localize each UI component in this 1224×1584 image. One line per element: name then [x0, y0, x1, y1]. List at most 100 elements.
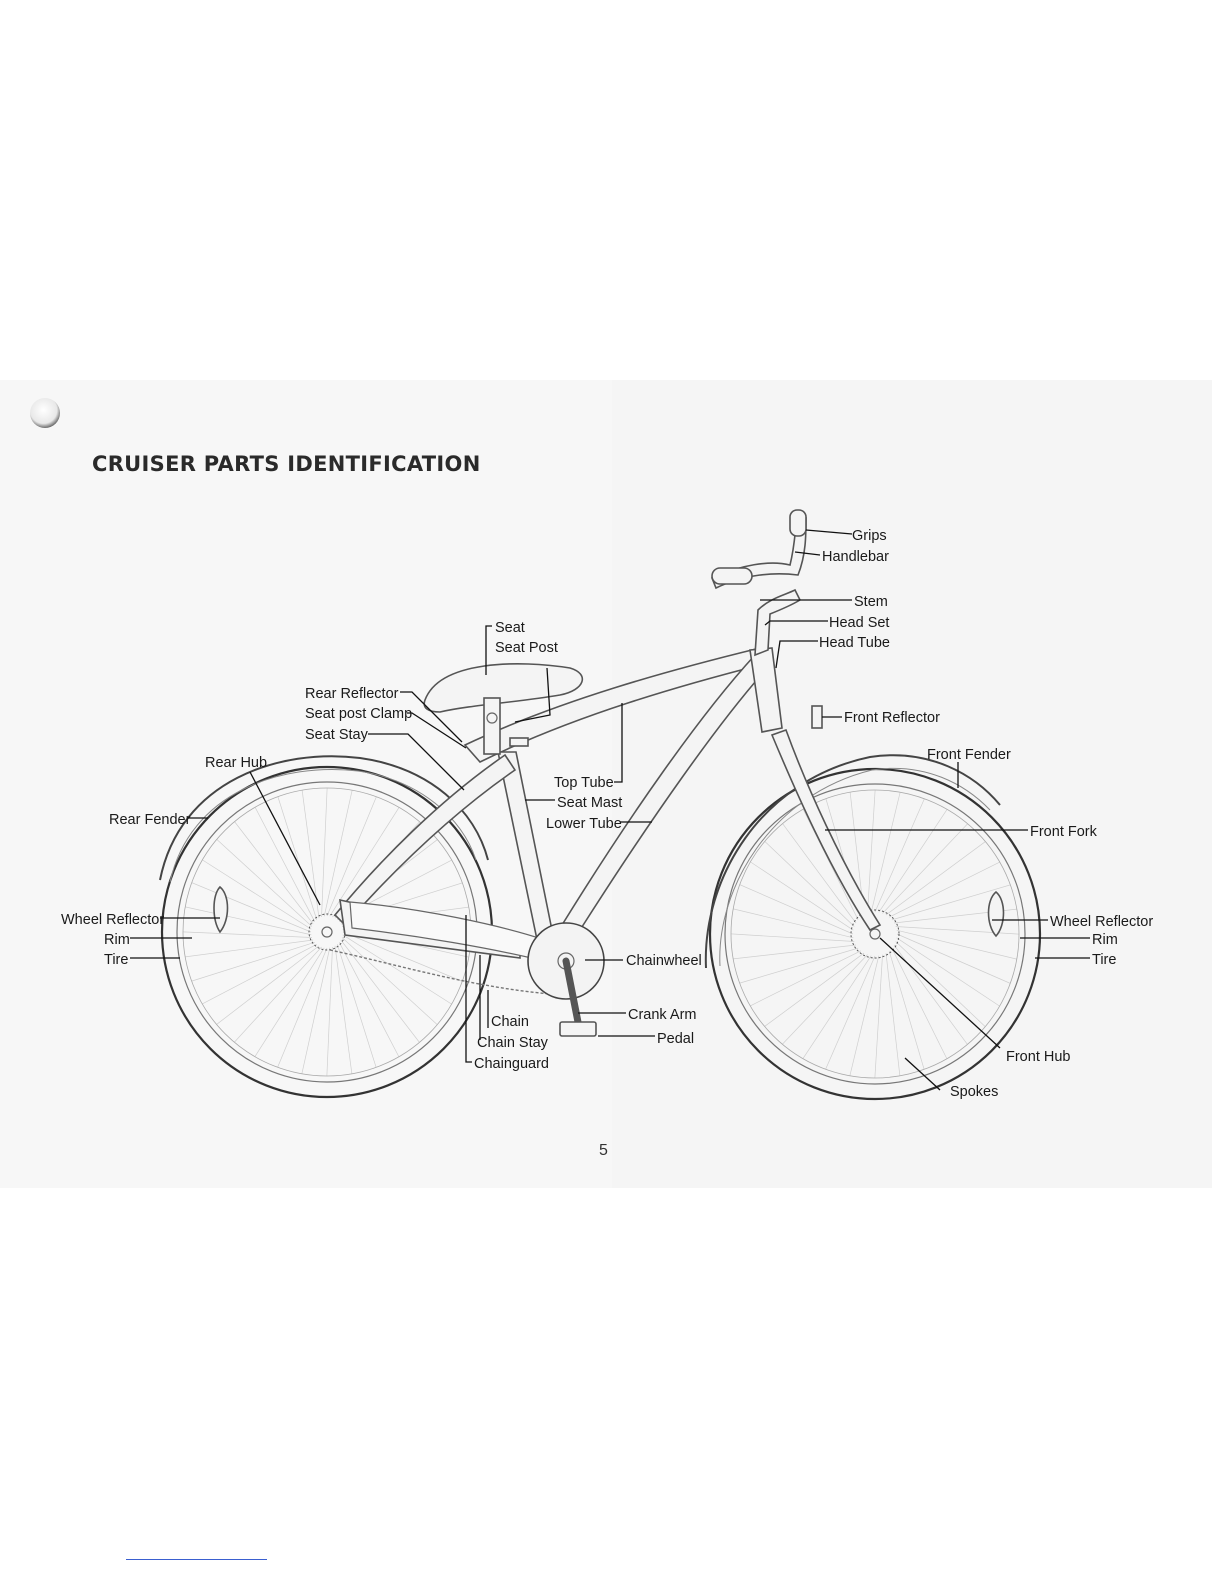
spoke [764, 841, 855, 927]
spoke [739, 947, 859, 984]
spoke [888, 950, 925, 1070]
seat-mast-shape [497, 751, 557, 955]
spoke [216, 945, 320, 1025]
spoke [326, 796, 377, 917]
spoke [329, 807, 400, 917]
spoke [885, 953, 901, 1076]
spoke [185, 939, 314, 958]
label-front-fork: Front Fork [1030, 824, 1098, 840]
label-chain: Chain [491, 1014, 529, 1030]
label-chain-stay: Chain Stay [477, 1035, 549, 1051]
grip-right-shape [789, 509, 807, 537]
spoke [896, 933, 1011, 984]
label-spokes: Spokes [950, 1084, 998, 1100]
front-hub-flange [850, 909, 900, 959]
spoke [867, 789, 876, 914]
spoke [764, 952, 865, 1027]
front-wheel-spokes [730, 789, 1020, 1079]
label-crank-arm: Crank Arm [628, 1007, 697, 1023]
spoke [895, 941, 986, 1027]
spoke [185, 906, 312, 936]
spoke [342, 931, 463, 982]
crank-arm-shape [562, 957, 582, 1026]
spoke [234, 821, 314, 925]
spoke [896, 929, 1017, 960]
rear-reflector-shape [509, 737, 529, 747]
label-tire-front: Tire [1092, 952, 1116, 968]
spoke [336, 944, 377, 1068]
label-rim-front: Rim [1092, 932, 1118, 948]
front-wheel [708, 767, 1042, 1101]
leader-lines [130, 529, 1090, 1091]
spoke [733, 908, 854, 939]
spoke [825, 955, 876, 1070]
front-fender-shape [704, 754, 1001, 969]
label-seat-post-clamp: Seat post Clamp [305, 706, 412, 722]
spoke [191, 882, 312, 933]
label-grips: Grips [852, 528, 887, 544]
facing-page-bleed [612, 380, 1212, 1188]
spoke [202, 859, 312, 930]
label-seat-post: Seat Post [495, 640, 558, 656]
label-rear-hub: Rear Hub [205, 755, 267, 771]
label-wheel-reflector-front: Wheel Reflector [1050, 914, 1153, 930]
seat-shape [423, 663, 584, 713]
chain-shape [329, 949, 566, 996]
front-hub-axle [869, 928, 881, 940]
spoke [277, 796, 318, 920]
label-head-set: Head Set [829, 615, 889, 631]
grip-left-shape [711, 567, 753, 585]
spoke [878, 809, 948, 913]
label-rim-rear: Rim [104, 932, 130, 948]
label-chainwheel: Chainwheel [626, 953, 702, 969]
label-wheel-reflector-rear: Wheel Reflector [61, 912, 164, 928]
spoke [885, 841, 986, 916]
spoke [891, 947, 948, 1059]
spoke [340, 939, 420, 1043]
label-front-reflector: Front Reflector [844, 710, 940, 726]
label-front-fender: Front Fender [927, 747, 1011, 763]
spoke [338, 942, 400, 1057]
label-head-tube: Head Tube [819, 635, 890, 651]
front-wheel-reflector-shape [987, 890, 1005, 938]
label-seat-mast: Seat Mast [557, 795, 622, 811]
label-seat-stay: Seat Stay [305, 727, 369, 743]
spoke [342, 934, 452, 1005]
spoke [301, 947, 331, 1074]
label-front-hub: Front Hub [1006, 1049, 1070, 1065]
spoke [202, 943, 317, 1005]
page-title: CRUISER PARTS IDENTIFICATION [92, 452, 481, 476]
label-rear-reflector: Rear Reflector [305, 686, 399, 702]
front-tire [708, 767, 1042, 1101]
rear-wheel-reflector-shape [213, 885, 229, 934]
spoke [191, 941, 315, 982]
seat-post-shape [483, 697, 501, 755]
spoke [341, 937, 438, 1025]
spoke [254, 947, 325, 1057]
front-rim [724, 783, 1026, 1085]
spoke [870, 792, 901, 913]
label-pedal: Pedal [657, 1031, 694, 1047]
binder-hole [30, 398, 60, 428]
page-number: 5 [599, 1142, 608, 1159]
spoke [182, 931, 312, 938]
spoke [234, 946, 322, 1043]
rear-fender-shape [159, 755, 489, 881]
spoke [891, 884, 1011, 921]
spoke [896, 937, 1000, 1007]
spoke [321, 787, 328, 917]
spoke [782, 823, 857, 924]
label-rear-fender: Rear Fender [109, 812, 191, 828]
spoke [730, 933, 855, 942]
spoke [750, 950, 862, 1007]
spoke [739, 884, 854, 935]
pedal-shape [559, 1021, 597, 1037]
spoke [277, 947, 328, 1068]
spoke [782, 954, 868, 1045]
spoke [323, 790, 353, 917]
spoke [326, 947, 333, 1077]
spoke [216, 839, 313, 927]
spoke [888, 861, 1000, 918]
label-chainguard: Chainguard [474, 1056, 549, 1072]
rear-hub-axle [321, 926, 333, 938]
